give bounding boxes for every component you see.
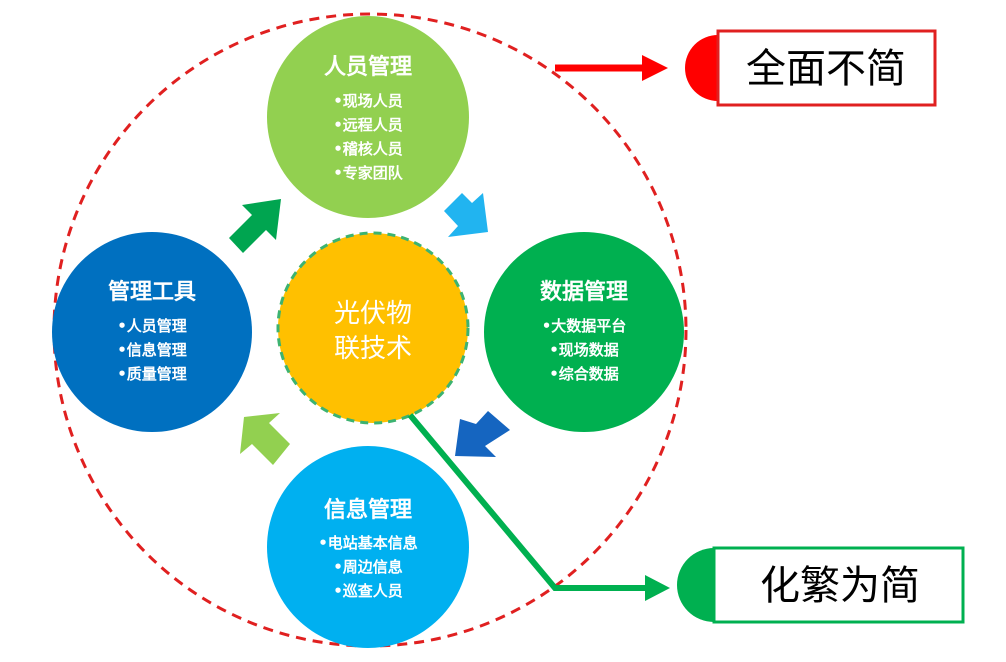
node-tools-title: 管理工具 xyxy=(108,279,196,305)
node-personnel-item-3: •稽核人员 xyxy=(333,140,403,158)
label-bottom-text: 化繁为简 xyxy=(760,563,920,609)
label-bottom: 化繁为简 xyxy=(677,546,965,624)
node-data-title: 数据管理 xyxy=(540,279,628,305)
node-tools-circle xyxy=(52,232,252,432)
arrow-info-to-tools xyxy=(240,413,290,465)
node-data: 数据管理 •大数据平台 •现场数据 •综合数据 xyxy=(484,232,684,432)
label-top: 全面不简 xyxy=(685,29,937,107)
node-tools: 管理工具 •人员管理 •信息管理 •质量管理 xyxy=(52,232,252,432)
arrow-data-to-info xyxy=(455,411,510,457)
center-label-line1: 光伏物 xyxy=(334,299,412,329)
node-data-item-1: •大数据平台 xyxy=(542,317,627,335)
node-info-item-2: •周边信息 xyxy=(333,558,403,576)
green-connector-arrow xyxy=(407,413,670,601)
node-info-item-1: •电站基本信息 xyxy=(318,534,418,552)
node-info: 信息管理 •电站基本信息 •周边信息 •巡查人员 xyxy=(267,446,469,648)
node-personnel-item-2: •远程人员 xyxy=(333,116,403,134)
node-personnel-title: 人员管理 xyxy=(324,54,412,80)
node-personnel: 人员管理 •现场人员 •远程人员 •稽核人员 •专家团队 xyxy=(267,16,469,218)
red-connector-arrow xyxy=(555,55,668,81)
label-top-text: 全面不简 xyxy=(746,46,906,92)
node-personnel-item-4: •专家团队 xyxy=(333,164,404,182)
node-tools-item-3: •质量管理 xyxy=(117,365,187,383)
node-data-item-2: •现场数据 xyxy=(549,341,619,359)
label-top-box xyxy=(716,29,937,107)
node-info-title: 信息管理 xyxy=(324,497,412,523)
node-info-item-3: •巡查人员 xyxy=(333,582,403,600)
label-bottom-box xyxy=(712,546,965,624)
center-label-line2: 联技术 xyxy=(334,334,412,364)
node-tools-item-2: •信息管理 xyxy=(117,341,187,359)
node-data-circle xyxy=(484,232,684,432)
node-info-circle xyxy=(267,446,469,648)
node-personnel-item-1: •现场人员 xyxy=(333,92,403,110)
node-tools-item-1: •人员管理 xyxy=(117,317,187,335)
arrow-tools-to-personnel xyxy=(229,199,281,253)
node-data-item-3: •综合数据 xyxy=(549,365,619,383)
node-personnel-circle xyxy=(267,16,469,218)
node-center: 光伏物 联技术 xyxy=(276,231,470,425)
center-circle xyxy=(276,231,470,425)
arrow-personnel-to-data xyxy=(444,193,488,237)
